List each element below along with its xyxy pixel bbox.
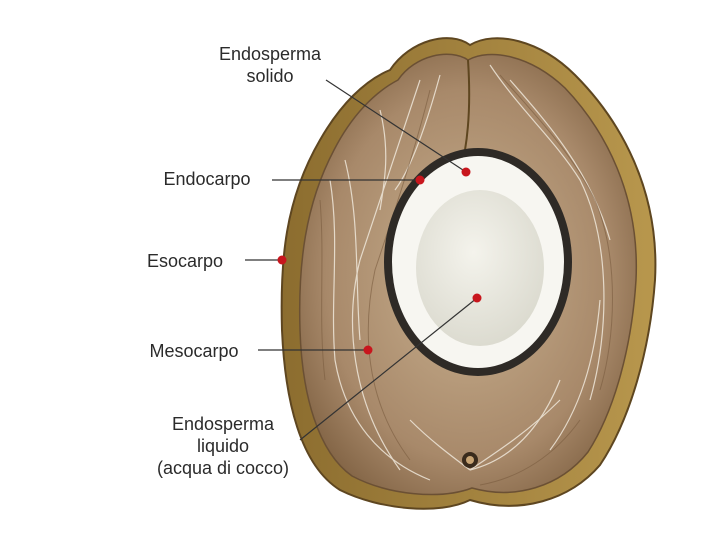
label-endosperma-liquido-line3: (acqua di cocco) — [156, 458, 290, 478]
leader-endosperma-solido — [325, 79, 467, 173]
top-crease — [464, 59, 471, 151]
marker-esocarpo — [277, 255, 287, 265]
label-endosperma-solido-line1: Endosperma — [218, 44, 322, 64]
liquid-endosperm — [416, 190, 544, 346]
marker-dots — [277, 167, 482, 355]
germ-pore-inner — [466, 456, 474, 464]
fibre-strands-dark — [319, 74, 613, 486]
label-endosperma-solido-line2: solido — [246, 66, 294, 86]
label-endosperma-liquido: Endosperma liquido (acqua di cocco) — [143, 413, 303, 479]
leader-lines — [245, 79, 478, 441]
label-endocarpo: Endocarpo — [152, 168, 262, 190]
fibre-strands — [329, 64, 611, 481]
marker-endosperma-solido — [461, 167, 471, 177]
marker-endocarpo — [415, 175, 425, 185]
label-endosperma-solido: Endosperma solido — [205, 43, 335, 87]
label-esocarpo-text: Esocarpo — [146, 251, 224, 271]
label-esocarpo: Esocarpo — [135, 250, 235, 272]
leader-endosperma-liquido — [299, 297, 478, 441]
marker-endosperma-liquido — [472, 293, 482, 303]
label-endocarpo-text: Endocarpo — [163, 169, 251, 189]
label-mesocarpo: Mesocarpo — [138, 340, 250, 362]
label-endosperma-liquido-line2: liquido — [196, 436, 250, 456]
marker-mesocarpo — [363, 345, 373, 355]
label-mesocarpo-text: Mesocarpo — [149, 341, 239, 361]
label-endosperma-liquido-line1: Endosperma — [171, 414, 275, 434]
